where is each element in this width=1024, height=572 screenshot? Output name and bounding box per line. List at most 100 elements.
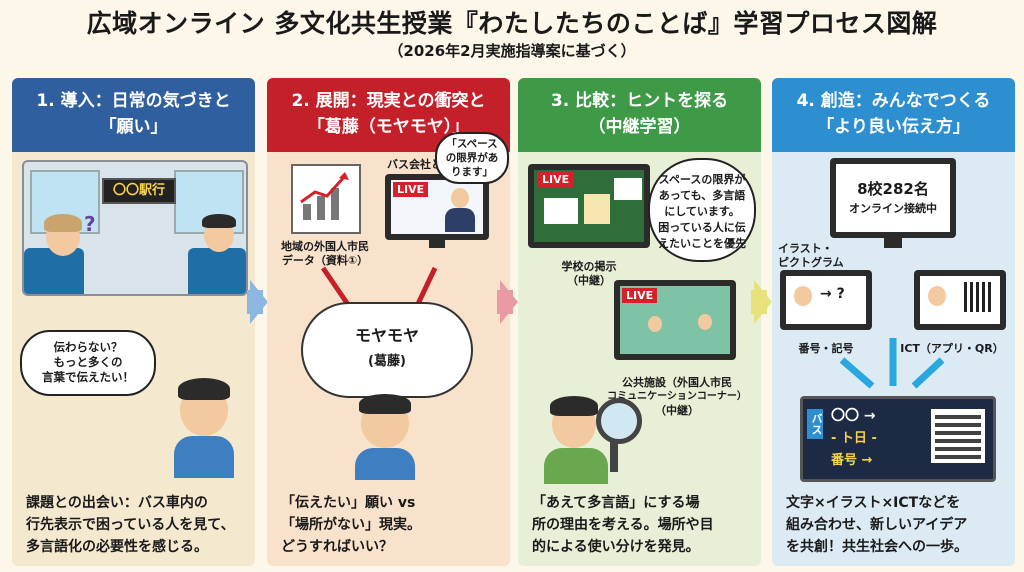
label-line: イラスト・ [778,242,833,255]
description-line: どうすればいい？ [281,539,393,555]
panel-description: 課題との出会い：バス車内の 行先表示で困っている人を見て、 多言語化の必要性を感… [12,486,255,558]
pictogram-arrow-icon: → ? [820,286,845,302]
label-line: ピクトグラム [778,256,844,269]
description-line: 「場所がない」現実。 [281,517,421,533]
bus-interior-illustration: 〇〇駅行 ? [22,160,248,296]
bubble-line: スペースの限界が [658,173,746,186]
poster [584,194,610,224]
magnifier-handle [610,442,618,472]
bubble-line: ります」 [451,166,493,178]
flow-arrow-icon [754,280,772,324]
flow-arrow-icon [500,280,518,324]
magnifier-icon [596,398,642,444]
panel-description: 「伝えたい」願い vs 「場所がない」現実。 どうすればいい？ [267,486,510,558]
bubble-line: えたいことを優先 [658,237,746,250]
chart-up-icon [300,172,349,220]
ict-label: ICT（アプリ・QR） [900,342,1004,355]
student-illustration [174,374,234,478]
worry-cloud: モヤモヤ (葛藤) [301,302,473,398]
bubble-line: あっても、多言語 [658,189,746,202]
label-line: （中継） [655,404,699,417]
central-monitor: 8校282名 オンライン接続中 [830,158,956,238]
bus-destination-sign: 〇〇駅行 [102,178,176,204]
student-hair [550,396,598,416]
speech-bubble: 「スペース の限界があ ります」 [435,132,509,184]
label-line: コミュニケーションコーナー） [607,391,747,402]
bus-seat [188,248,246,294]
sign-row: 〇〇 → [831,408,876,424]
description-line: 的による使い分けを発見。 [532,539,700,555]
panel-header-line1: 4. 創造：みんなでつくる [796,91,991,111]
live-badge: LIVE [393,182,429,197]
visitor-head [698,314,712,330]
question-mark-icon: ? [84,212,96,236]
bubble-line: 言葉で伝えたい！ [42,370,134,384]
student-hair [178,378,230,400]
live-badge: LIVE [622,288,658,303]
label-line: 地域の外国人市民 [281,240,369,253]
speech-bubble: スペースの限界が あっても、多言語 にしています。 困っている人に伝 えたいこと… [648,158,756,262]
pictogram-monitor: → ? [780,270,872,330]
description-line: 所の理由を考える。場所や目 [532,517,714,533]
description-line: 行先表示で困っている人を見て、 [26,517,235,533]
description-line: 組み合わせ、新しいアイデア [786,517,968,533]
monitor-screen [836,164,950,232]
school-board-label: 学校の掲示 （中継） [528,260,650,288]
cloud-title: モヤモヤ [354,326,419,345]
label-line: 学校の掲示 [561,260,617,273]
qr-code-icon [964,282,994,312]
bubble-line: もっと多くの [53,355,123,369]
label-line: （中継） [567,274,611,287]
student-hair [202,214,236,228]
panel-description: 文字×イラスト×ICTなどを 組み合わせ、新しいアイデア を共創！共生社会への一… [772,486,1015,558]
panel-introduction: 1. 導入：日常の気づきと 「願い」 〇〇駅行 ? 伝わらない？ もっと多くの … [12,78,255,566]
bus-sign-display: バス 〇〇 → - ト日 - 番号 → [800,396,996,482]
student-shirt [544,448,608,484]
page-title: 広域オンライン 多文化共生授業『わたしたちのことば』学習プロセス図解 [86,9,938,38]
bus-label: バス [807,409,823,439]
student-shirt [355,448,415,480]
description-line: 「あえて多言語」にする場 [532,495,700,511]
page-subtitle: （2026年2月実施指導案に基づく） [388,42,636,60]
panel-header-line2: 「より良い伝え方」 [817,117,970,137]
public-facility-label: 公共施設（外国人市民 コミュニケーションコーナー） （中継） [602,376,752,418]
participant-count: 8校282名 [857,180,929,198]
converge-arrows [839,338,945,389]
panel-header-line2: 「葛藤（モヤモヤ）」 [307,117,470,137]
poster [614,178,642,200]
sign-row: - ト日 - [831,431,877,446]
description-line: 文字×イラスト×ICTなどを [786,495,961,511]
public-facility-monitor: LIVE [614,280,736,360]
bubble-line: の限界があ [445,152,499,164]
description-line: を共創！共生社会への一歩。 [786,539,968,555]
bubble-line: 伝わらない？ [53,340,123,354]
panel-header-line1: 3. 比較：ヒントを探る [550,91,729,111]
panel-header-line1: 1. 導入：日常の気づきと [36,91,231,111]
qr-code-icon [931,409,985,463]
bubble-line: にしています。 [664,205,740,218]
live-monitor: LIVE [385,174,489,240]
panel-header-line1: 2. 展開：現実との衝突と [291,91,486,111]
illustration-label: イラスト・ ピクトグラム [778,242,848,270]
bus-seat [24,248,84,294]
ict-monitor [914,270,1006,330]
number-symbol-label: 番号・記号 [798,342,854,355]
panel-header: 4. 創造：みんなでつくる 「より良い伝え方」 [772,78,1015,152]
panel-development: 2. 展開：現実との衝突と 「葛藤（モヤモヤ）」 地域の外国人市民 データ（資料… [267,78,510,566]
conflict-lines [320,266,438,308]
visitor-head [648,316,662,332]
description-line: 「伝えたい」願い vs [281,495,416,511]
bubble-line: 困っている人に伝 [658,221,746,234]
description-line: 課題との出会い：バス車内の [26,495,208,511]
panel-header: 3. 比較：ヒントを探る （中継学習） [518,78,761,152]
cloud-subtitle: (葛藤) [368,354,406,369]
poster [544,198,578,224]
flow-arrow-icon [250,280,268,324]
panel-creation: 4. 創造：みんなでつくる 「より良い伝え方」 8校282名 オンライン接続中 … [772,78,1015,566]
student-shirt [174,436,234,478]
monitor-stand [884,238,902,248]
monitor-stand [429,240,445,248]
speech-bubble: 伝わらない？ もっと多くの 言葉で伝えたい！ [20,330,156,396]
panel-header-line2: 「願い」 [99,117,168,137]
panel-header: 1. 導入：日常の気づきと 「願い」 [12,78,255,152]
